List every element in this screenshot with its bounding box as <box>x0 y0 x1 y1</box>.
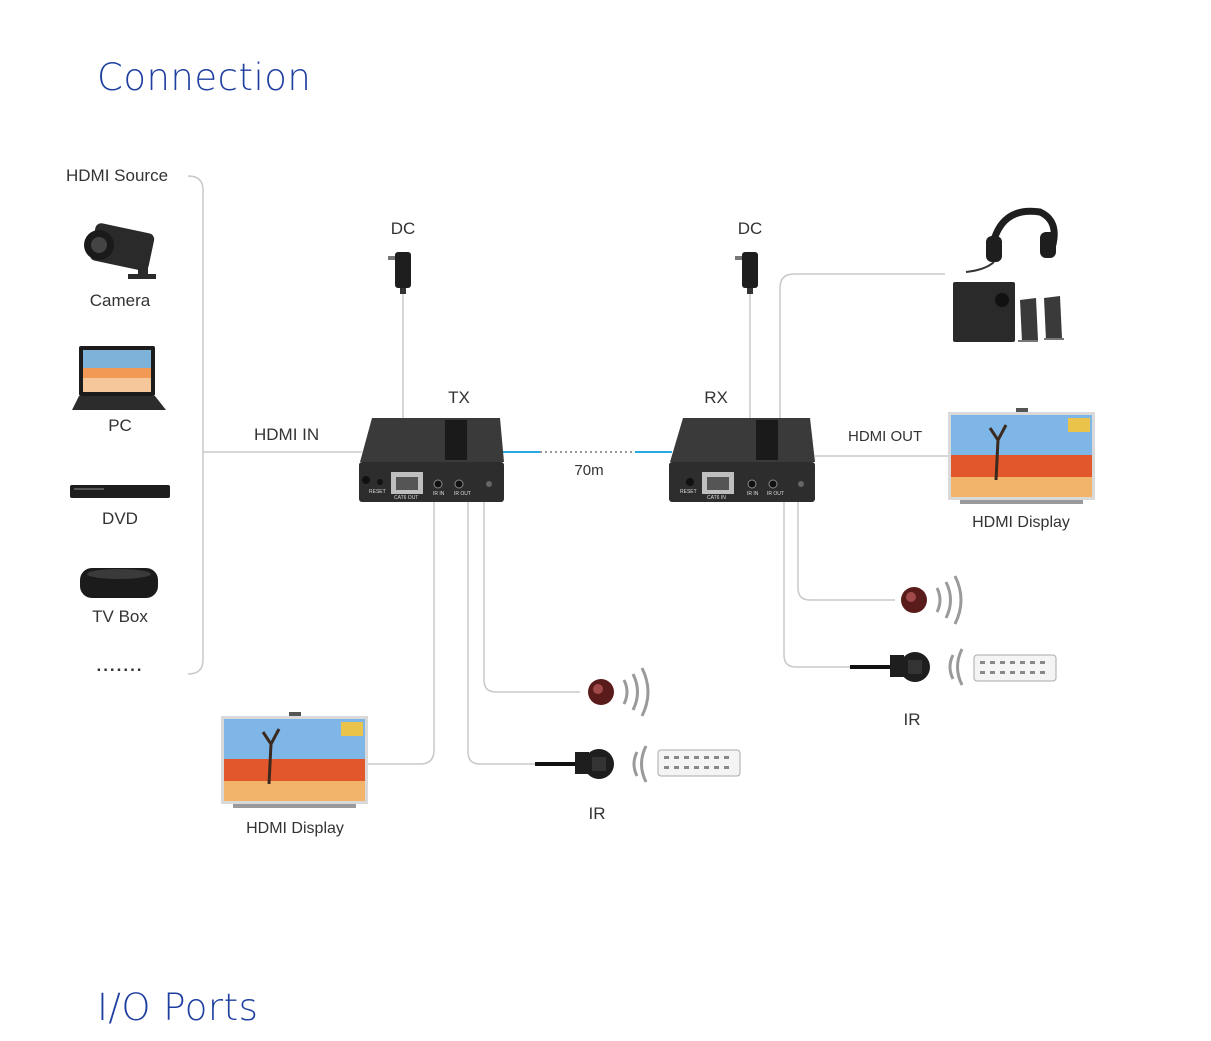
tx-reset-label: RESET <box>369 489 386 495</box>
remote-display-icon <box>948 408 1095 504</box>
hdmi-out-label: HDMI OUT <box>848 428 923 445</box>
audio-line <box>779 273 945 418</box>
tx-ir-label: IR <box>588 804 606 823</box>
connection-heading: Connection <box>97 56 312 99</box>
tv-box-icon <box>80 568 158 598</box>
rx-label: RX <box>704 388 728 407</box>
tx-unit <box>359 418 504 502</box>
distance-label: 70m <box>574 462 604 479</box>
tx-ir-out-label: IR OUT <box>454 491 471 497</box>
rx-ir-out-line <box>797 500 895 601</box>
rx-ir-out-label: IR OUT <box>767 491 784 497</box>
tx-cat6-label: CAT6 OUT <box>394 495 419 501</box>
source-camera-label: Camera <box>89 291 151 310</box>
rx-cat6-label: CAT6 IN <box>707 495 726 501</box>
tx-remote-control-icon <box>657 749 741 777</box>
tx-loop-line <box>368 500 435 765</box>
rx-dc-label: DC <box>737 219 763 238</box>
io-ports-heading: I/O Ports <box>97 986 259 1029</box>
source-tvbox-label: TV Box <box>92 607 148 626</box>
rx-remote-control-icon <box>973 654 1057 682</box>
speakers-icon <box>953 282 1064 342</box>
source-more-label: ....... <box>96 656 144 675</box>
source-pc-label: PC <box>108 416 132 435</box>
rx-ir-emitter-icon <box>901 575 963 625</box>
tx-dc-adapter-icon <box>388 252 411 294</box>
tx-ir-receiver-icon <box>535 745 648 783</box>
camera-icon <box>84 223 156 279</box>
laptop-icon <box>72 346 166 410</box>
rx-ir-in-line <box>783 500 850 668</box>
rx-ir-receiver-icon <box>850 648 964 686</box>
tx-ir-in-label: IR IN <box>433 491 445 497</box>
hdmi-in-label: HDMI IN <box>254 425 320 444</box>
rx-unit <box>669 418 815 502</box>
tx-ir-out-line <box>483 500 580 693</box>
local-display-label: HDMI Display <box>246 820 344 837</box>
tx-dc-label: DC <box>390 219 416 238</box>
rx-ir-label: IR <box>903 710 921 729</box>
hdmi-source-label: HDMI Source <box>66 166 169 185</box>
tx-ir-emitter-icon <box>588 667 650 717</box>
rx-reset-label: RESET <box>680 489 697 495</box>
source-bracket <box>187 175 204 675</box>
rx-ir-in-label: IR IN <box>747 491 759 497</box>
tx-label: TX <box>448 388 470 407</box>
source-dvd-label: DVD <box>102 509 138 528</box>
local-display-icon <box>221 712 368 808</box>
headphones-icon <box>965 207 1058 273</box>
remote-display-label: HDMI Display <box>972 514 1070 531</box>
rx-dc-adapter-icon <box>735 252 758 294</box>
dvd-player-icon <box>70 485 170 498</box>
tx-ir-in-line <box>467 500 535 765</box>
